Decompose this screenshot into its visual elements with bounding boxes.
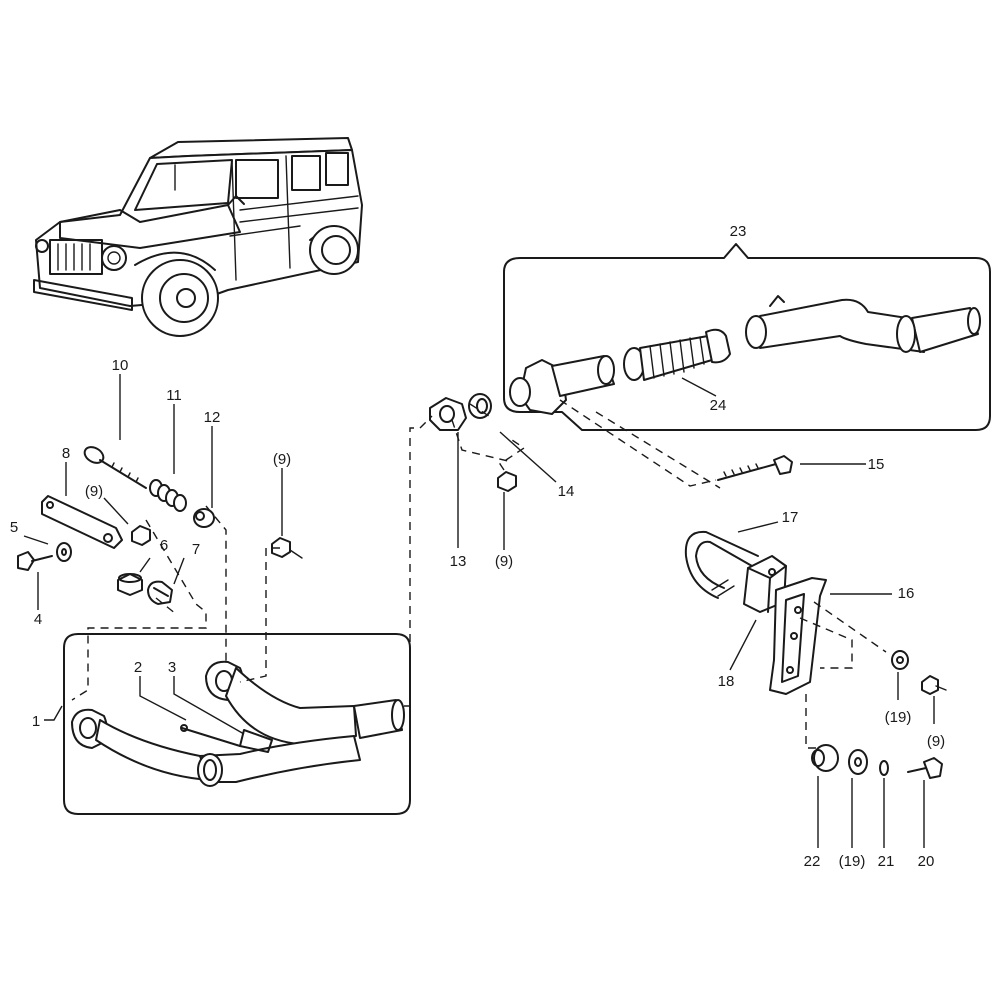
callout-2: 2 (134, 659, 142, 676)
clamp-part-7 (147, 580, 173, 605)
bracket-part-16 (769, 577, 827, 695)
front-pipe-assembly-1 (63, 633, 411, 815)
callout-11: 11 (166, 387, 182, 404)
nut-part-9-mid (271, 537, 303, 559)
nut-part-9-left (131, 525, 151, 546)
ring-part-14 (468, 393, 492, 419)
washer-part-19-lower (848, 749, 868, 775)
callout-15: 15 (868, 456, 885, 473)
callout-19-a: (19) (885, 709, 912, 726)
callout-23: 23 (730, 223, 747, 240)
rubber-mount-part-22 (811, 744, 839, 772)
callout-22: 22 (804, 853, 821, 870)
callout-18: 18 (718, 673, 735, 690)
washer-part-21 (879, 760, 889, 776)
callout-13: 13 (450, 553, 467, 570)
bolt-part-10 (83, 446, 147, 489)
callout-17: 17 (782, 509, 799, 526)
callout-9-d: (9) (927, 733, 945, 750)
callout-9-a: (9) (273, 451, 291, 468)
callout-6: 6 (160, 537, 168, 554)
spring-part-11 (149, 479, 187, 512)
rear-exhaust-assembly-23 (503, 243, 991, 431)
callout-20: 20 (918, 853, 935, 870)
assembly-lines (71, 399, 887, 749)
bolt-part-20 (907, 757, 943, 779)
gasket-flange-part-13 (429, 397, 467, 431)
callout-8: 8 (62, 445, 70, 462)
u-bolt-part-17 (684, 530, 759, 599)
vehicle-illustration (33, 137, 363, 337)
cap-part-6 (117, 573, 143, 596)
sleeve-part-12 (193, 508, 215, 528)
bolt-part-4 (17, 551, 53, 571)
callout-9-b: (9) (85, 483, 103, 500)
callout-5: 5 (10, 519, 18, 536)
leader-lines (23, 374, 935, 848)
callout-14: 14 (558, 483, 575, 500)
nut-part-9-right (497, 471, 517, 492)
bolt-part-15 (717, 455, 793, 481)
callout-4: 4 (34, 611, 42, 628)
callout-9-c: (9) (495, 553, 513, 570)
washer-part-19-upper (891, 650, 909, 670)
flex-pipe-part-24 (623, 328, 731, 381)
callout-7: 7 (192, 541, 200, 558)
washer-part-5 (56, 542, 72, 562)
callout-19-b: (19) (839, 853, 866, 870)
callout-3: 3 (168, 659, 176, 676)
callout-10: 10 (112, 357, 129, 374)
callout-24: 24 (710, 397, 727, 414)
callout-12: 12 (204, 409, 221, 426)
nut-part-9-bracket (921, 675, 947, 695)
plate-part-8 (41, 495, 123, 549)
callout-labels: 10 11 12 (9) 8 (9) 5 6 7 4 1 2 3 13 (9) … (10, 223, 945, 870)
callout-1: 1 (32, 713, 40, 730)
callout-21: 21 (878, 853, 895, 870)
callout-16: 16 (898, 585, 915, 602)
